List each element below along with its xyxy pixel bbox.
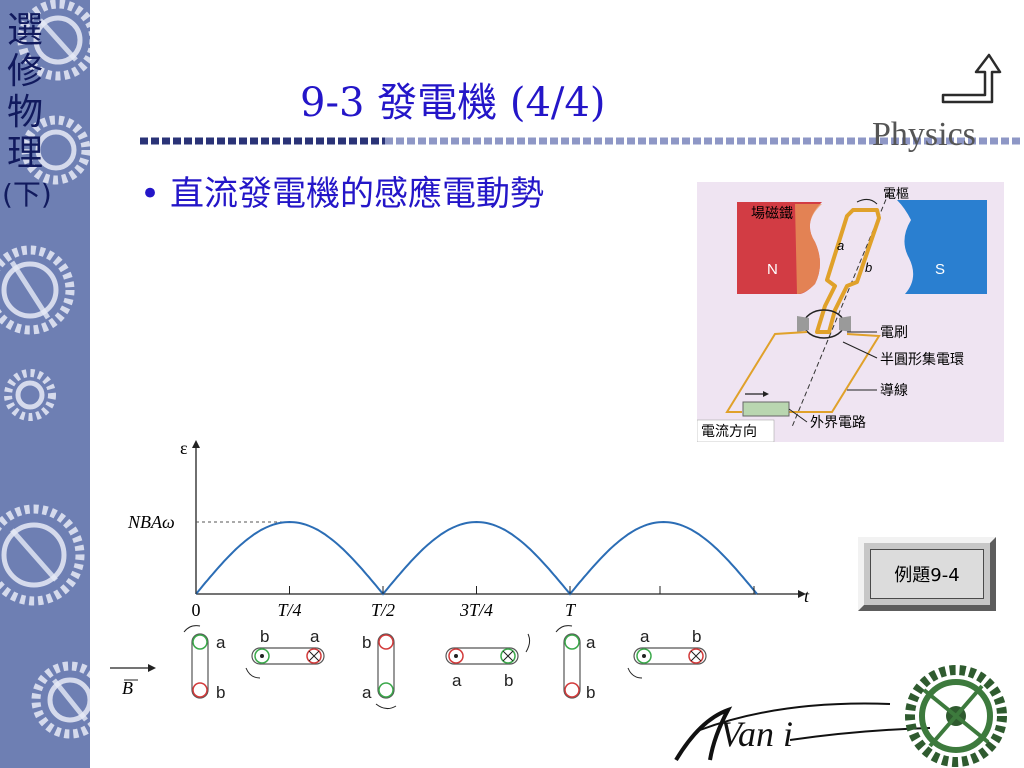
field-label: B <box>122 678 133 698</box>
sidebar-char: 選 <box>6 10 43 51</box>
example-button-label[interactable]: 例題9-4 <box>870 549 984 599</box>
south-magnet <box>897 200 987 294</box>
coil-label: a <box>362 683 372 702</box>
wire-label: 導線 <box>880 382 908 398</box>
emf-series-line <box>195 520 758 596</box>
external-circuit-box <box>742 401 790 417</box>
dc-generator-figure: N 場磁鐵 S 電樞 a b 電刷 半圓形集電環 導線 外界電路 電流方向 <box>697 182 1004 442</box>
coil-label: a <box>452 671 462 690</box>
x-tick-label-4: T <box>565 600 577 620</box>
x-tick-label-3: 3T/4 <box>459 600 493 620</box>
gear-icon <box>905 665 1007 767</box>
gear-pattern <box>0 0 90 739</box>
brush-label: 電刷 <box>880 324 908 340</box>
slide-title: 9-3 發電機 (4/4) <box>300 80 606 126</box>
emf-graph: ε t NBAω 0 T/4 T/2 3T/4 T B a b b a <box>110 438 810 710</box>
armature-coil <box>815 208 881 334</box>
north-label: N <box>767 261 778 278</box>
x-tick-label-0: 0 <box>192 600 201 620</box>
x-tick-label-2: T/2 <box>371 600 395 620</box>
sidebar-char: (下) <box>2 178 52 211</box>
sidebar-char: 修 <box>6 51 43 92</box>
bullet-marker: • <box>140 174 161 214</box>
coil-label: a <box>310 627 320 646</box>
y-tick-label: NBAω <box>127 512 175 532</box>
coil-label: b <box>362 633 371 652</box>
sidebar-panel: 選 修 物 理 (下) <box>0 0 90 768</box>
vani-signature-logo: Van i <box>674 665 1007 767</box>
coil-label: a <box>586 633 596 652</box>
coil-label: b <box>504 671 513 690</box>
title-divider <box>140 137 1022 145</box>
bullet-text: 直流發電機的感應電動勢 <box>170 174 544 214</box>
sidebar-title: 選 修 物 理 (下) <box>2 10 52 215</box>
commutator-label: 半圓形集電環 <box>880 351 964 367</box>
side-a-label: a <box>837 238 844 253</box>
side-b-label: b <box>865 260 872 275</box>
sidebar-char: 理 <box>6 133 43 174</box>
x-tick-label-1: T/4 <box>277 600 301 620</box>
coil-label: b <box>216 683 225 702</box>
coil-label: a <box>640 627 650 646</box>
coil-label: b <box>260 627 269 646</box>
external-circuit-label: 外界電路 <box>810 414 866 430</box>
coil-label: b <box>586 683 595 702</box>
example-9-4-button[interactable]: 例題9-4 <box>858 537 996 611</box>
bullet-item: •直流發電機的感應電動勢 <box>140 166 544 215</box>
coil-label: a <box>216 633 226 652</box>
return-arrow-icon[interactable] <box>940 50 1002 110</box>
x-axis-label: t <box>804 586 810 606</box>
sidebar-char: 物 <box>6 92 43 133</box>
coil-label: b <box>692 627 701 646</box>
signature-text: Van i <box>720 714 793 754</box>
south-label: S <box>935 261 945 278</box>
magnet-label: 場磁鐵 <box>751 205 793 221</box>
current-direction-label: 電流方向 <box>701 423 757 439</box>
armature-label: 電樞 <box>883 186 909 201</box>
y-axis-label: ε <box>180 438 188 458</box>
brand-text: Physics <box>872 116 976 153</box>
